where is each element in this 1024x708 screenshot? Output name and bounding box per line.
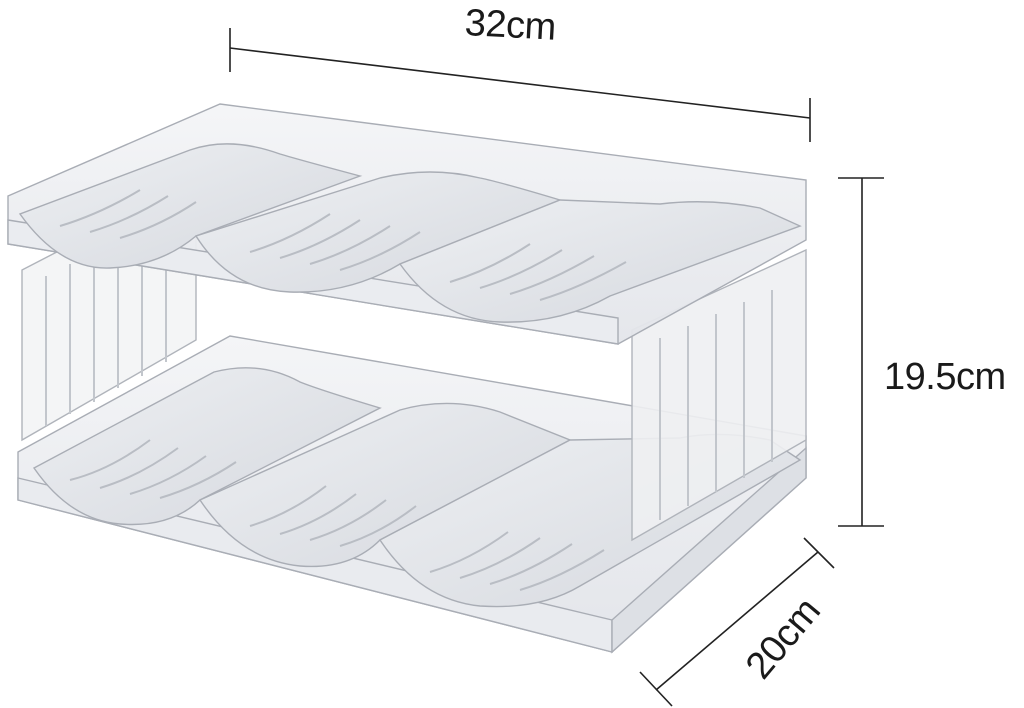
lower-tier: [17, 335, 807, 654]
lower-cradle-1: [32, 367, 382, 526]
lower-base-side-edge: [611, 446, 807, 654]
right-support: [631, 248, 807, 542]
width-dimension-line: [229, 28, 811, 142]
upper-tier: [7, 103, 807, 345]
height-label: 19.5cm: [884, 356, 1006, 398]
depth-dimension-line: [639, 537, 835, 707]
upper-ribs: [59, 189, 627, 301]
width-label: 32cm: [463, 2, 557, 49]
lower-ribs: [69, 439, 605, 591]
height-dimension-line: [838, 177, 884, 527]
upper-cradle-3: [398, 199, 802, 323]
